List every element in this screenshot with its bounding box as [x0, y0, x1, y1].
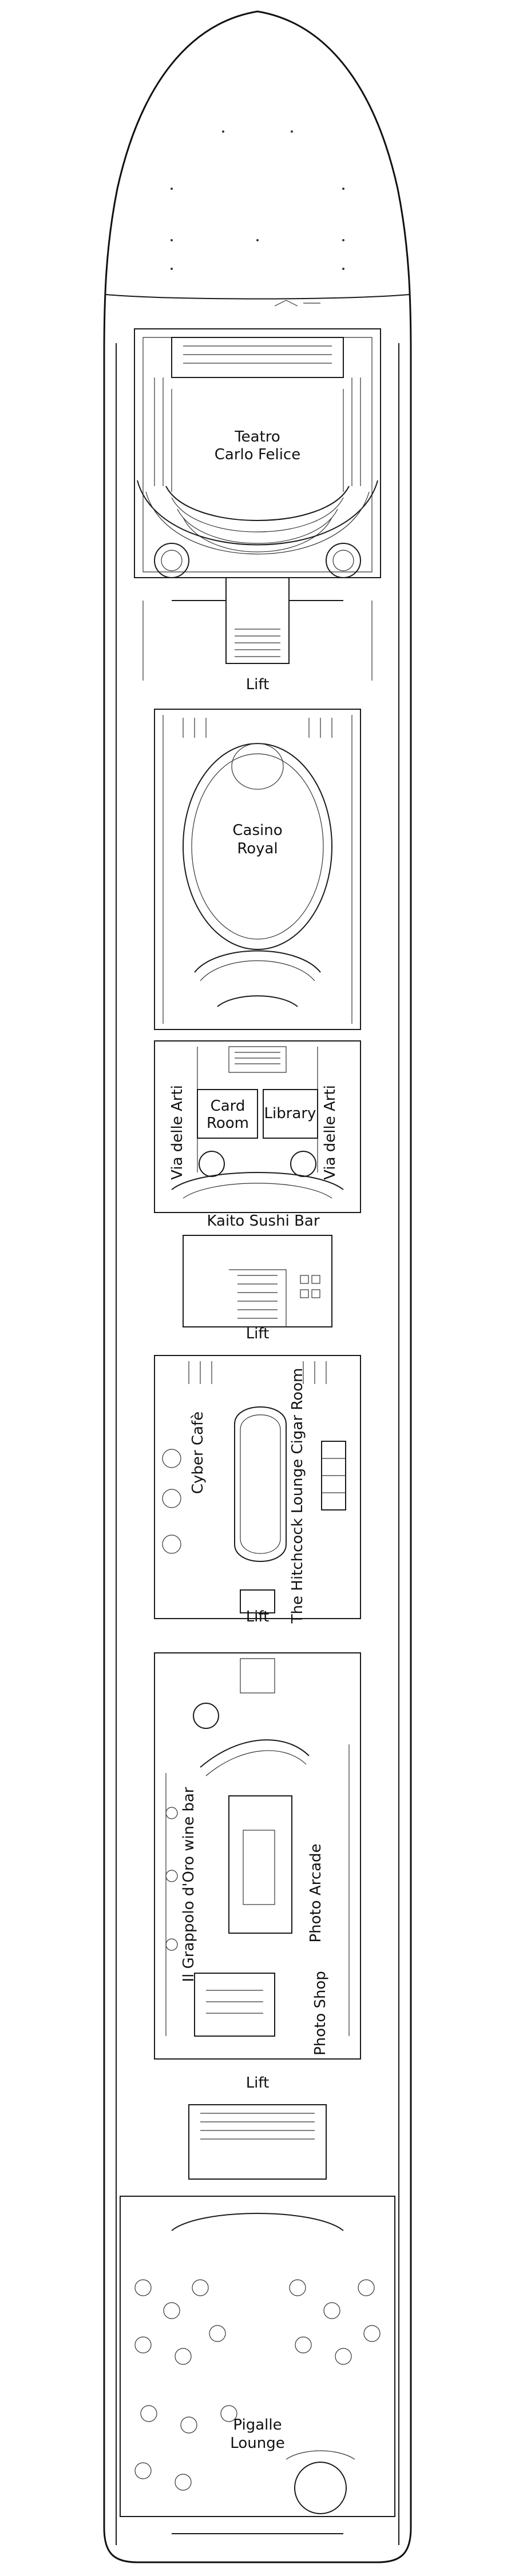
grappolo-photo-area — [154, 1652, 361, 2060]
hull-outline — [103, 10, 412, 2563]
label-casino-line1: Casino — [232, 822, 282, 839]
bow-deck-line — [105, 294, 410, 300]
bow-ramp-icon — [274, 300, 320, 307]
label-photo-arcade: Photo Arcade — [307, 1843, 324, 1942]
label-kaito-sushi-bar: Kaito Sushi Bar — [207, 1213, 319, 1230]
label-pigalle-line2: Lounge — [230, 2435, 284, 2452]
inner-hull — [116, 343, 399, 2545]
label-pigalle-line1: Pigalle — [233, 2416, 282, 2434]
kaito-sushi-bar-area — [171, 1172, 344, 1327]
label-lift-3: Lift — [246, 1608, 270, 1625]
label-library: Library — [264, 1105, 316, 1122]
label-card-room-line2: Room — [207, 1115, 249, 1132]
label-photo-shop: Photo Shop — [312, 1971, 329, 2056]
label-casino-line2: Royal — [237, 840, 278, 857]
card-room-library-area — [154, 1040, 361, 1213]
pigalle-lounge-area — [120, 2104, 395, 2534]
label-lift-2: Lift — [246, 1325, 270, 1342]
label-teatro-line1: Teatro — [234, 428, 280, 446]
label-hitchcock-lounge: The Hitchcock Lounge Cigar Room — [289, 1368, 306, 1624]
label-teatro-line2: Carlo Felice — [215, 446, 300, 463]
lift-stair-block-1 — [142, 577, 373, 681]
label-via-delle-arti-right: Via delle Arti — [322, 1085, 339, 1180]
label-card-room-line1: Card — [211, 1098, 245, 1115]
label-lift-4: Lift — [246, 2074, 270, 2092]
label-lift-1: Lift — [246, 676, 270, 693]
teatro-carlo-felice-area — [134, 328, 381, 578]
bow-deck-marks — [171, 130, 344, 270]
label-cyber-cafe: Cyber Cafè — [189, 1412, 207, 1494]
label-via-delle-arti-left: Via delle Arti — [169, 1085, 186, 1180]
casino-royal-area — [154, 709, 361, 1030]
hitchcock-cigar-room-area — [154, 1355, 361, 1619]
label-il-grappolo-doro: Il Grappolo d'Oro wine bar — [180, 1787, 197, 1982]
